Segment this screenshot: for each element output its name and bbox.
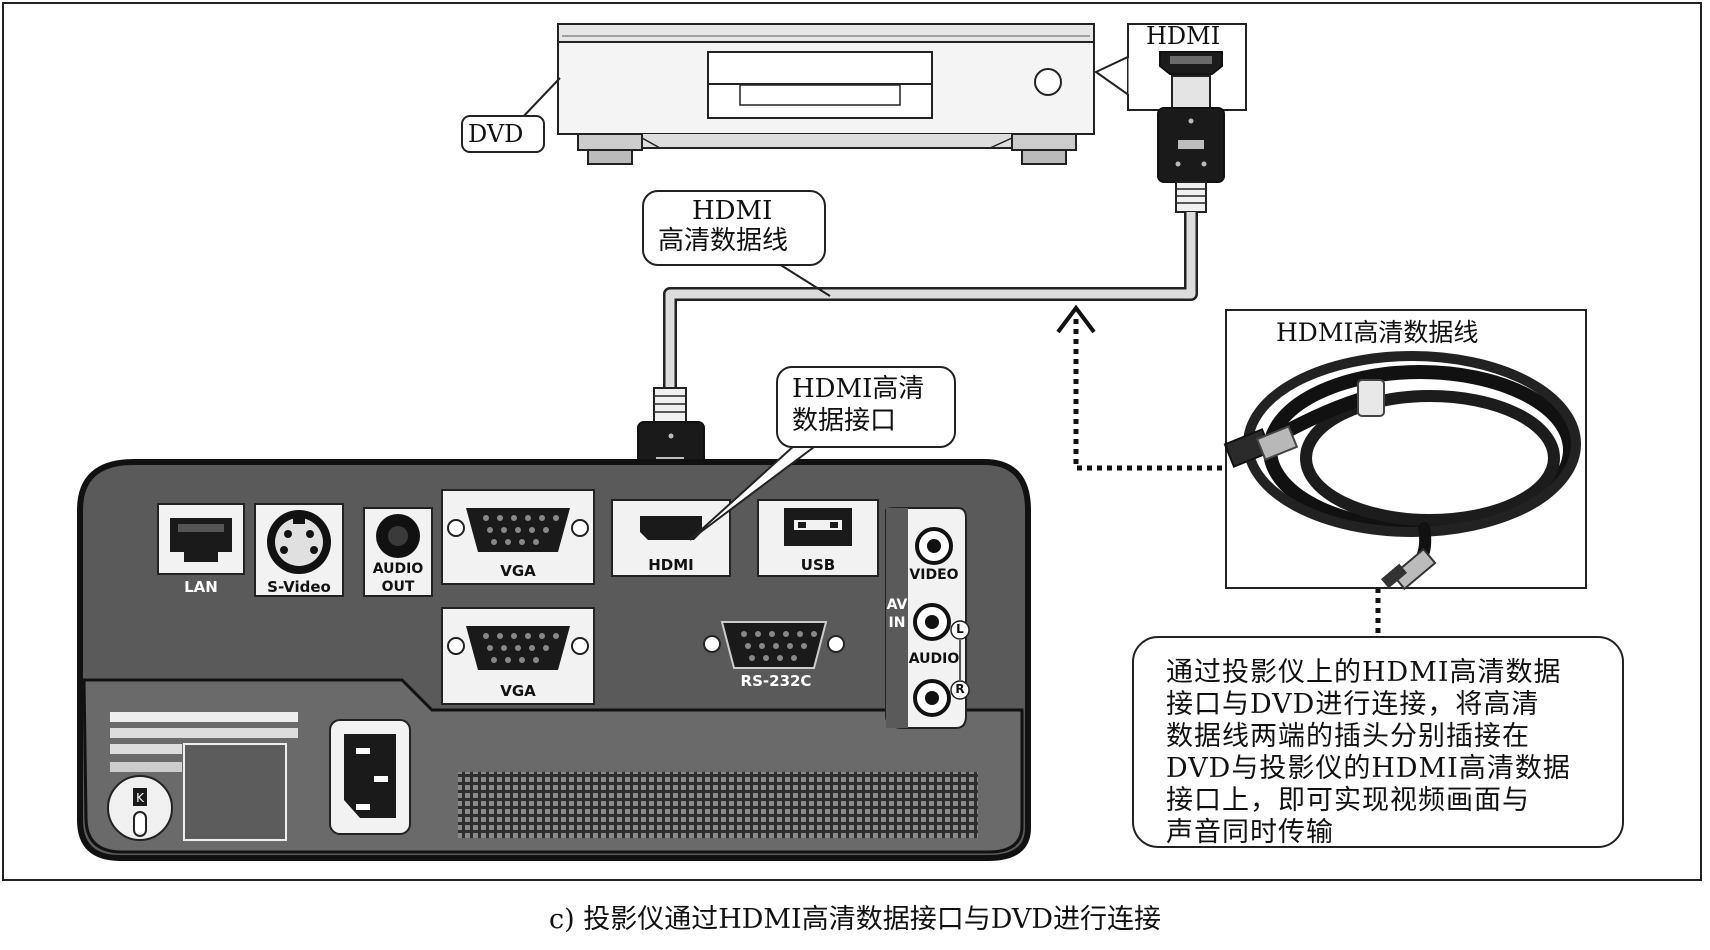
description-line-5: 接口上，即可实现视频画面与: [1166, 785, 1530, 816]
description-box: [1132, 636, 1624, 848]
port-callout-line1: HDMI高清: [792, 374, 925, 404]
description-line-3: 数据线两端的插头分别插接在: [1166, 721, 1530, 752]
port-callout-box: [776, 366, 956, 448]
description-line-1: 通过投影仪上的HDMI高清数据: [1166, 657, 1562, 688]
vga-label-1: VGA: [500, 562, 536, 580]
kensington-lock-icon: K: [107, 775, 173, 841]
port-callout-line2: 数据接口: [792, 406, 897, 436]
svideo-port: [254, 503, 344, 597]
svideo-label: S-Video: [267, 578, 331, 596]
hdmi-port-label: HDMI: [648, 556, 694, 574]
svg-text:K: K: [136, 791, 145, 805]
cable-callout-line2: 高清数据线: [658, 226, 789, 256]
av-in-label-line2: IN: [888, 615, 906, 631]
rating-label: [110, 712, 298, 841]
rs232c-label: RS-232C: [740, 672, 812, 690]
photo-pointer-arrowhead: [1056, 304, 1096, 334]
cable-callout-box: [642, 190, 826, 266]
vga-port-2: [441, 607, 595, 705]
photo-title: HDMI高清数据线: [1276, 318, 1479, 347]
hdmi-top-label: HDMI: [1146, 22, 1221, 50]
audio-out-label-line1: AUDIO: [372, 561, 424, 577]
audio-out-port: [363, 507, 433, 597]
description-line-6: 声音同时传输: [1166, 817, 1334, 848]
av-in-label-line1: AV: [886, 597, 908, 613]
description-line-4: DVD与投影仪的HDMI高清数据: [1166, 753, 1571, 784]
rs232c-port: [703, 621, 845, 669]
vga-label-2: VGA: [500, 682, 536, 700]
photo-pointer-line: [1073, 314, 1222, 471]
description-line-2: 接口与DVD进行连接，将高清: [1166, 689, 1540, 720]
dvd-player: [557, 23, 1095, 165]
cable-plug-dvd: [1157, 75, 1225, 213]
diagram-frame: [2, 2, 1702, 881]
audio-out-label-line2: OUT: [381, 579, 415, 595]
figure-caption: c) 投影仪通过HDMI高清数据接口与DVD进行连接: [548, 904, 1162, 935]
ventilation-grille: [458, 772, 978, 838]
dvd-label-box: [461, 115, 545, 153]
hdmi-cable-photo: [1223, 351, 1581, 591]
lan-port: [157, 503, 245, 575]
projector-hdmi-port: [611, 499, 731, 577]
audio-label: AUDIO: [908, 651, 960, 667]
av-in-panel: [885, 507, 970, 729]
audio-right-label: R: [955, 682, 965, 696]
audio-left-label: L: [956, 622, 964, 636]
cable-callout-line1: HDMI: [692, 196, 773, 226]
usb-port: [757, 499, 879, 577]
video-label: VIDEO: [909, 567, 959, 583]
power-socket: [329, 719, 411, 835]
dvd-label: DVD: [468, 120, 524, 148]
lan-label: LAN: [184, 578, 218, 596]
usb-label: USB: [800, 556, 836, 574]
vga-port-1: [441, 489, 595, 585]
